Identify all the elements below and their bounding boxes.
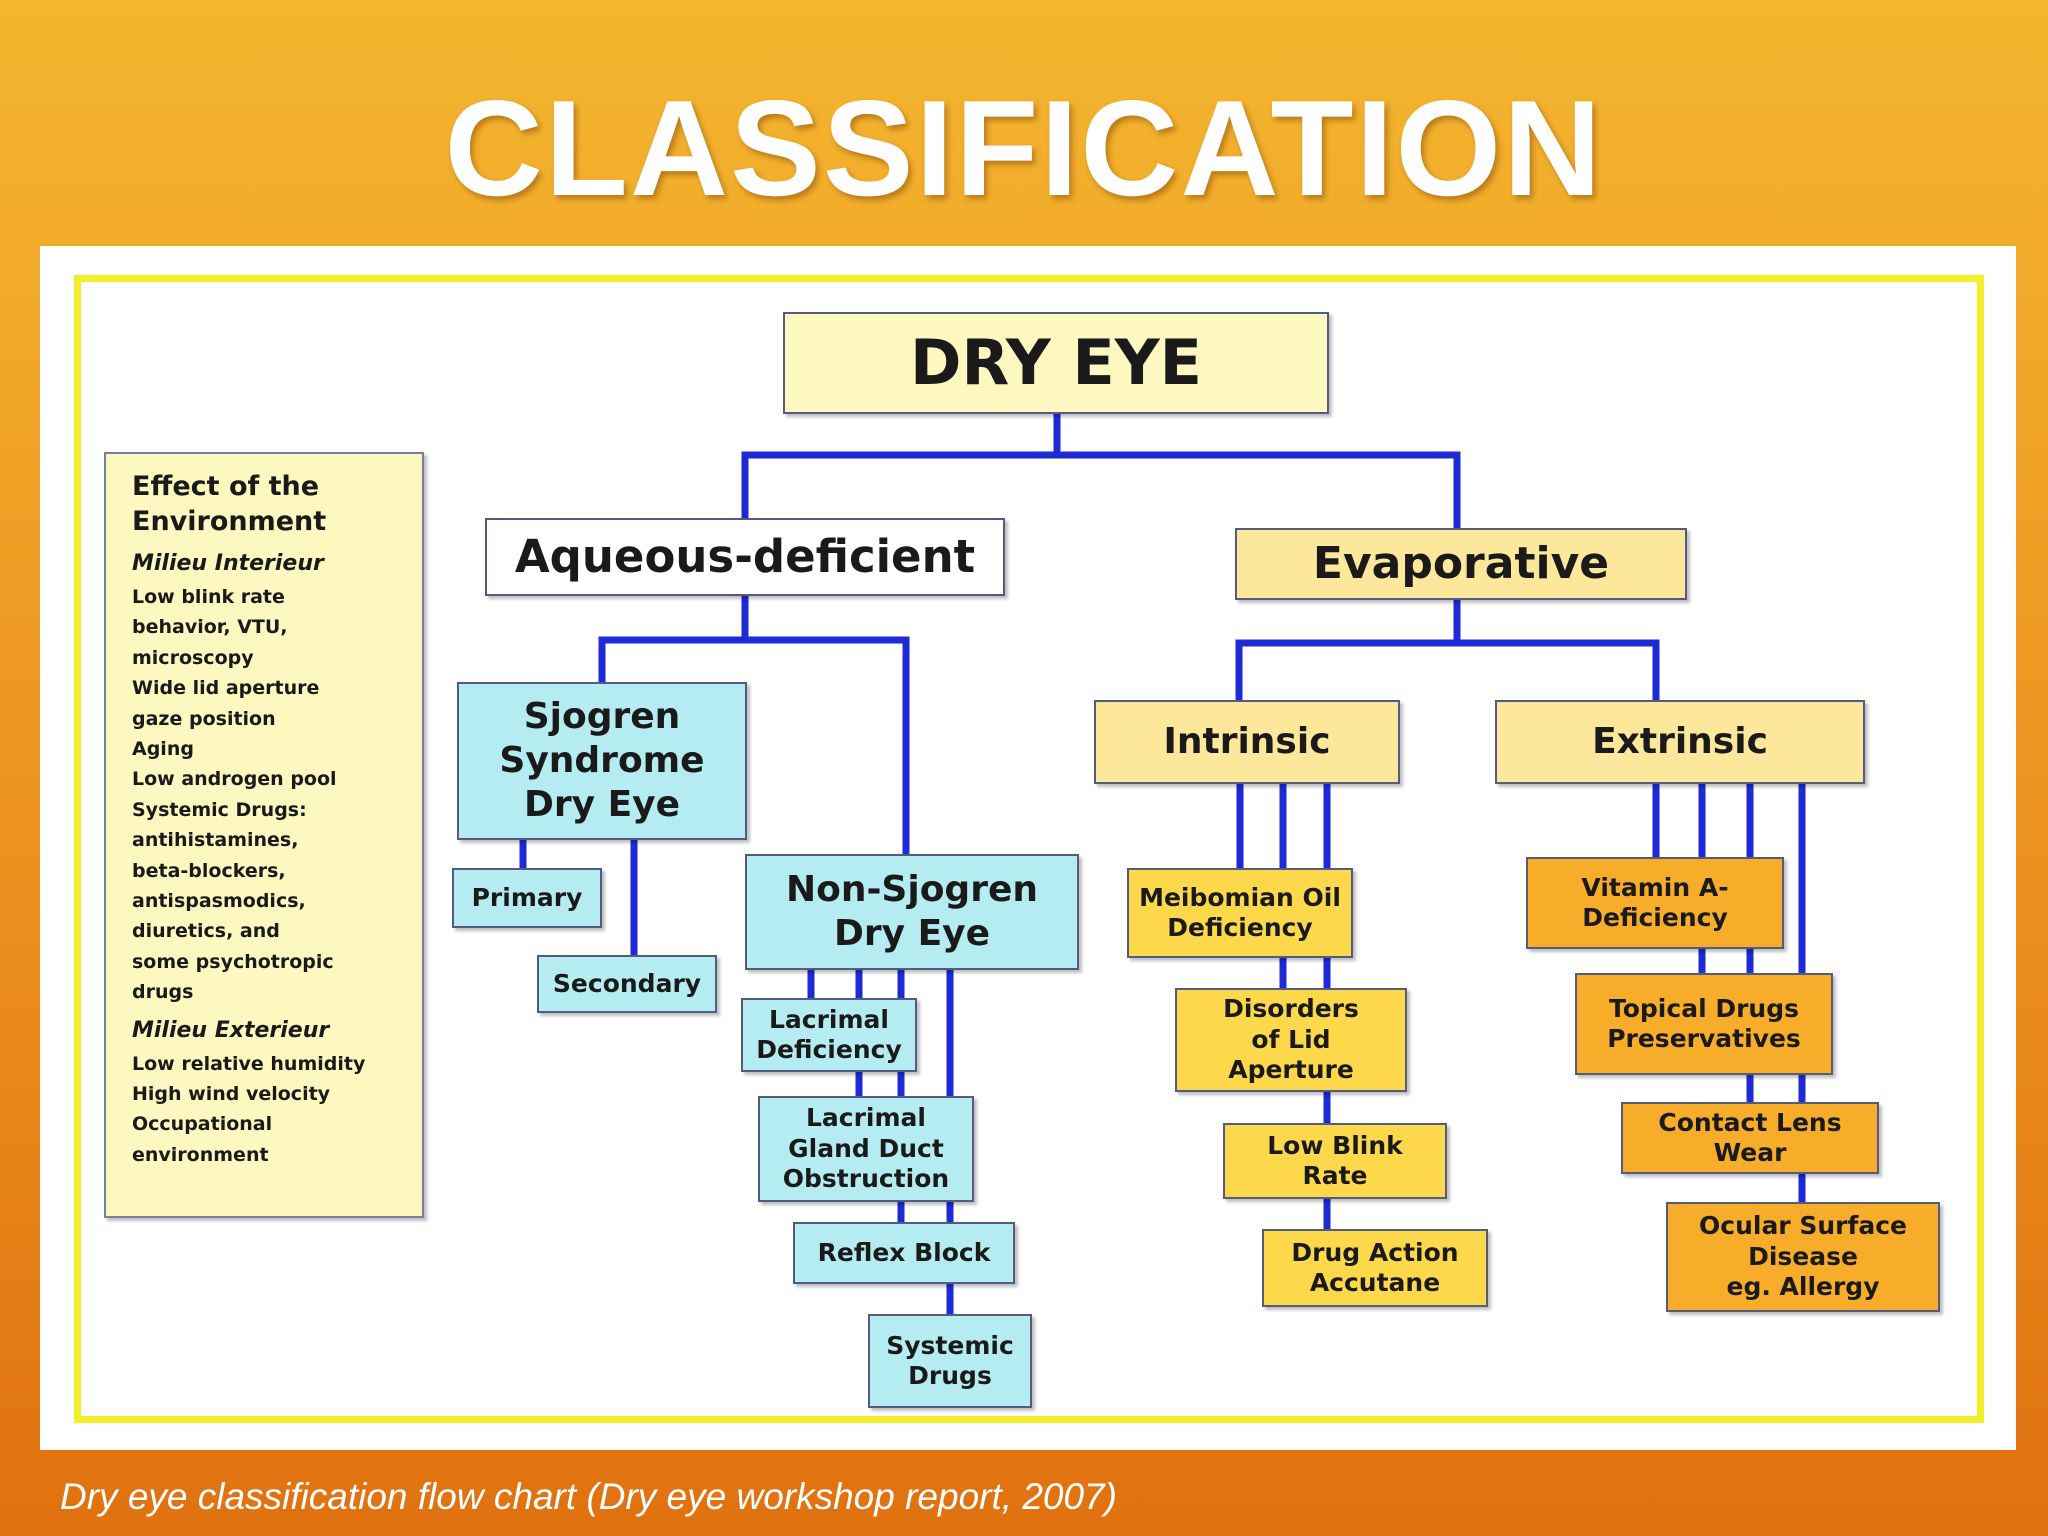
interieur-item: Low androgen pool [132,768,337,791]
exterieur-item: environment [132,1143,269,1166]
node-aqueous-deficient: Aqueous-deficient [485,518,1005,596]
node-sjogren-syndrome: Sjogren Syndrome Dry Eye [457,682,747,840]
milieu-interieur-label: Milieu Interieur [132,551,324,577]
node-drug-action: Drug Action Accutane [1262,1229,1488,1307]
interieur-item: behavior, VTU, microscopy [132,616,288,669]
node-meibomian-oil: Meibomian Oil Deficiency [1127,868,1353,958]
node-low-blink-rate: Low Blink Rate [1223,1123,1447,1199]
node-lacrimal-deficiency: Lacrimal Deficiency [741,998,917,1072]
environment-title: Effect of the Environment [132,471,327,537]
node-primary: Primary [452,868,602,928]
milieu-exterieur-label: Milieu Exterieur [132,1017,330,1043]
node-evaporative: Evaporative [1235,528,1687,600]
node-lacrimal-gland-duct: Lacrimal Gland Duct Obstruction [758,1096,974,1202]
interieur-item: gaze position [132,707,276,730]
interieur-item: Wide lid aperture [132,677,320,700]
interieur-item: Aging [132,738,194,761]
interieur-item: Low blink rate [132,586,285,609]
node-vitamin-a: Vitamin A- Deficiency [1526,857,1784,949]
slide-title: CLASSIFICATION [444,72,1604,224]
node-contact-lens: Contact Lens Wear [1621,1102,1879,1174]
node-extrinsic: Extrinsic [1495,700,1865,784]
node-dry-eye: DRY EYE [783,312,1329,414]
exterieur-item: Low relative humidity [132,1052,366,1075]
exterieur-item: Occupational [132,1113,273,1136]
node-systemic-drugs: Systemic Drugs [868,1314,1032,1408]
node-non-sjogren: Non-Sjogren Dry Eye [745,854,1079,970]
node-intrinsic: Intrinsic [1094,700,1400,784]
interieur-item: Systemic Drugs: [132,798,307,821]
node-secondary: Secondary [537,955,717,1013]
environment-box: Effect of the Environment Milieu Interie… [104,452,424,1218]
node-topical-drugs: Topical Drugs Preservatives [1575,973,1833,1075]
node-reflex-block: Reflex Block [793,1222,1015,1284]
diagram-frame [74,275,1984,1423]
interieur-item: antihistamines, beta-blockers, antispasm… [132,829,334,1004]
node-ocular-surface: Ocular Surface Disease eg. Allergy [1666,1202,1940,1312]
exterieur-item: High wind velocity [132,1082,331,1105]
slide-caption: Dry eye classification flow chart (Dry e… [60,1476,1117,1517]
node-lid-aperture: Disorders of Lid Aperture [1175,988,1407,1092]
